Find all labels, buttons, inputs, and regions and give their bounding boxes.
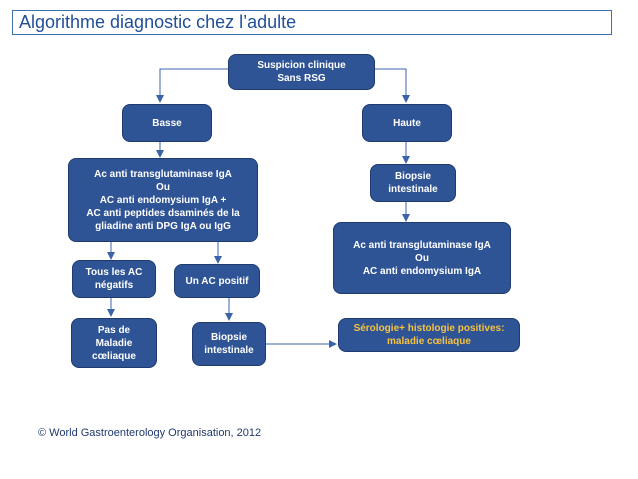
node-un-positif: Un AC positif (174, 264, 260, 298)
title-bar: Algorithme diagnostic chez l’adulte (12, 10, 612, 35)
node-tous-negatifs: Tous les AC négatifs (72, 260, 156, 298)
node-anticorps: Ac anti transglutaminase IgA Ou AC anti … (68, 158, 258, 242)
node-suspicion: Suspicion clinique Sans RSG (228, 54, 375, 90)
connector-suspicion-basse (156, 68, 228, 103)
copyright-footer: © World Gastroenterology Organisation, 2… (38, 427, 262, 439)
node-basse: Basse (122, 104, 212, 142)
connector-suspicion-haute (375, 68, 410, 103)
node-ac-haute: Ac anti transglutaminase IgA Ou AC anti … (333, 222, 511, 294)
node-pas-maladie: Pas de Maladie cœliaque (71, 318, 157, 368)
node-serologie: Sérologie+ histologie positives: maladie… (338, 318, 520, 352)
node-biopsie-basse: Biopsie intestinale (192, 322, 266, 366)
node-haute: Haute (362, 104, 452, 142)
page-title: Algorithme diagnostic chez l’adulte (19, 12, 297, 32)
node-biopsie-haute: Biopsie intestinale (370, 164, 456, 202)
